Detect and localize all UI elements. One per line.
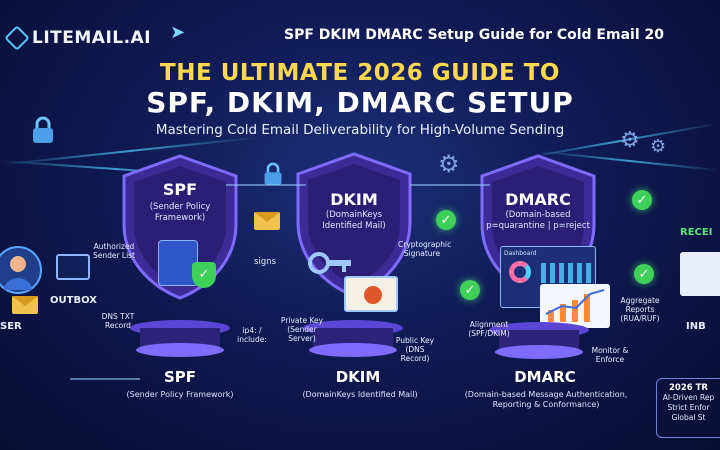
trends-line2: Strict Enfor xyxy=(667,403,710,412)
envelope-icon xyxy=(12,296,38,314)
trends-title: 2026 TR xyxy=(669,383,708,393)
spf-dns-label: DNS TXT Record xyxy=(101,312,135,330)
dmarc-footer-title: DMARC xyxy=(514,368,576,386)
trends-panel: 2026 TR AI-Driven Rep Strict Enfor Globa… xyxy=(656,378,720,438)
headline-line1: THE ULTIMATE 2026 GUIDE TO xyxy=(160,60,560,86)
dkim-private-label: Private Key (Sender Server) xyxy=(280,316,324,343)
dmarc-title: DMARC xyxy=(505,190,571,209)
signs-label: signs xyxy=(254,257,277,267)
spf-footer-subtitle: (Sender Policy Framework) xyxy=(126,390,234,399)
inbox-label: INB xyxy=(686,321,706,332)
check-icon: ✓ xyxy=(634,264,654,284)
server-icon xyxy=(158,240,198,286)
dkim-pedestal xyxy=(298,318,408,358)
paper-plane-icon: ➤ xyxy=(170,22,186,43)
bar-chart-icon xyxy=(541,263,591,283)
dmarc-footer-subtitle: (Domain-based Message Authentication, Re… xyxy=(464,390,628,409)
key-icon xyxy=(308,246,352,284)
dkim-subtitle: (DomainKeys Identified Mail) xyxy=(322,210,386,231)
gear-icon: ⚙ xyxy=(620,128,640,153)
gear-icon: ⚙ xyxy=(438,150,460,178)
connector-line xyxy=(226,184,306,186)
brand-diamond-icon xyxy=(4,25,30,51)
dkim-title: DKIM xyxy=(330,190,378,209)
dmarc-monitor-label: Monitor & Enforce xyxy=(591,346,629,364)
spf-authorized-label: Authorized Sender List xyxy=(92,242,136,260)
shield-check-icon: ✓ xyxy=(192,262,216,288)
check-icon: ✓ xyxy=(460,280,480,300)
dashboard-label: Dashboard xyxy=(504,250,537,257)
brand-logo[interactable]: LITEMAIL.AI xyxy=(4,25,152,51)
connector-line xyxy=(70,378,140,380)
trends-line3: Global St xyxy=(671,413,706,422)
headline-line2: SPF, DKIM, DMARC SETUP xyxy=(146,86,574,119)
donut-chart-icon xyxy=(509,261,531,283)
check-icon: ✓ xyxy=(632,190,652,210)
dkim-footer-title: DKIM xyxy=(335,368,381,386)
spf-pedestal xyxy=(125,318,235,358)
check-icon: ✓ xyxy=(436,210,456,230)
connector-line xyxy=(410,184,490,186)
dkim-crypto-label: Cryptographic Signature xyxy=(398,240,452,258)
inbox-envelope-icon xyxy=(680,252,720,296)
envelope-icon xyxy=(254,212,280,230)
dmarc-aggregate-label: Aggregate Reports (RUA/RUF) xyxy=(620,296,660,323)
dmarc-pedestal xyxy=(484,320,594,360)
received-label: RECEI xyxy=(680,227,713,238)
spf-subtitle: (Sender Policy Framework) xyxy=(149,202,211,223)
outbox-icon xyxy=(56,254,90,280)
spf-ip4-label: ip4: / include: xyxy=(237,326,267,344)
gear-icon: ⚙ xyxy=(650,136,667,157)
trends-line1: AI-Driven Rep xyxy=(662,393,715,402)
dmarc-subtitle: (Domain-based p=quarantine | p=reject xyxy=(486,210,590,231)
lock-icon xyxy=(262,162,284,190)
user-label: SER xyxy=(0,321,22,332)
dkim-footer-subtitle: (DomainKeys Identified Mail) xyxy=(302,390,418,399)
outbox-label: OUTBOX xyxy=(50,295,97,306)
spf-title: SPF xyxy=(162,180,198,199)
headline-subtitle: Mastering Cold Email Deliverability for … xyxy=(155,122,565,138)
lock-icon xyxy=(30,116,56,148)
brand-name: LITEMAIL.AI xyxy=(32,28,152,48)
dmarc-alignment-label: Alignment (SPF/DKIM) xyxy=(468,320,510,338)
sealed-envelope-icon xyxy=(344,276,398,312)
dkim-public-label: Public Key (DNS Record) xyxy=(395,336,435,363)
spf-footer-title: SPF xyxy=(163,368,197,386)
line-chart-card xyxy=(540,284,610,328)
user-avatar-icon xyxy=(0,246,42,294)
top-title: SPF DKIM DMARC Setup Guide for Cold Emai… xyxy=(284,27,664,43)
